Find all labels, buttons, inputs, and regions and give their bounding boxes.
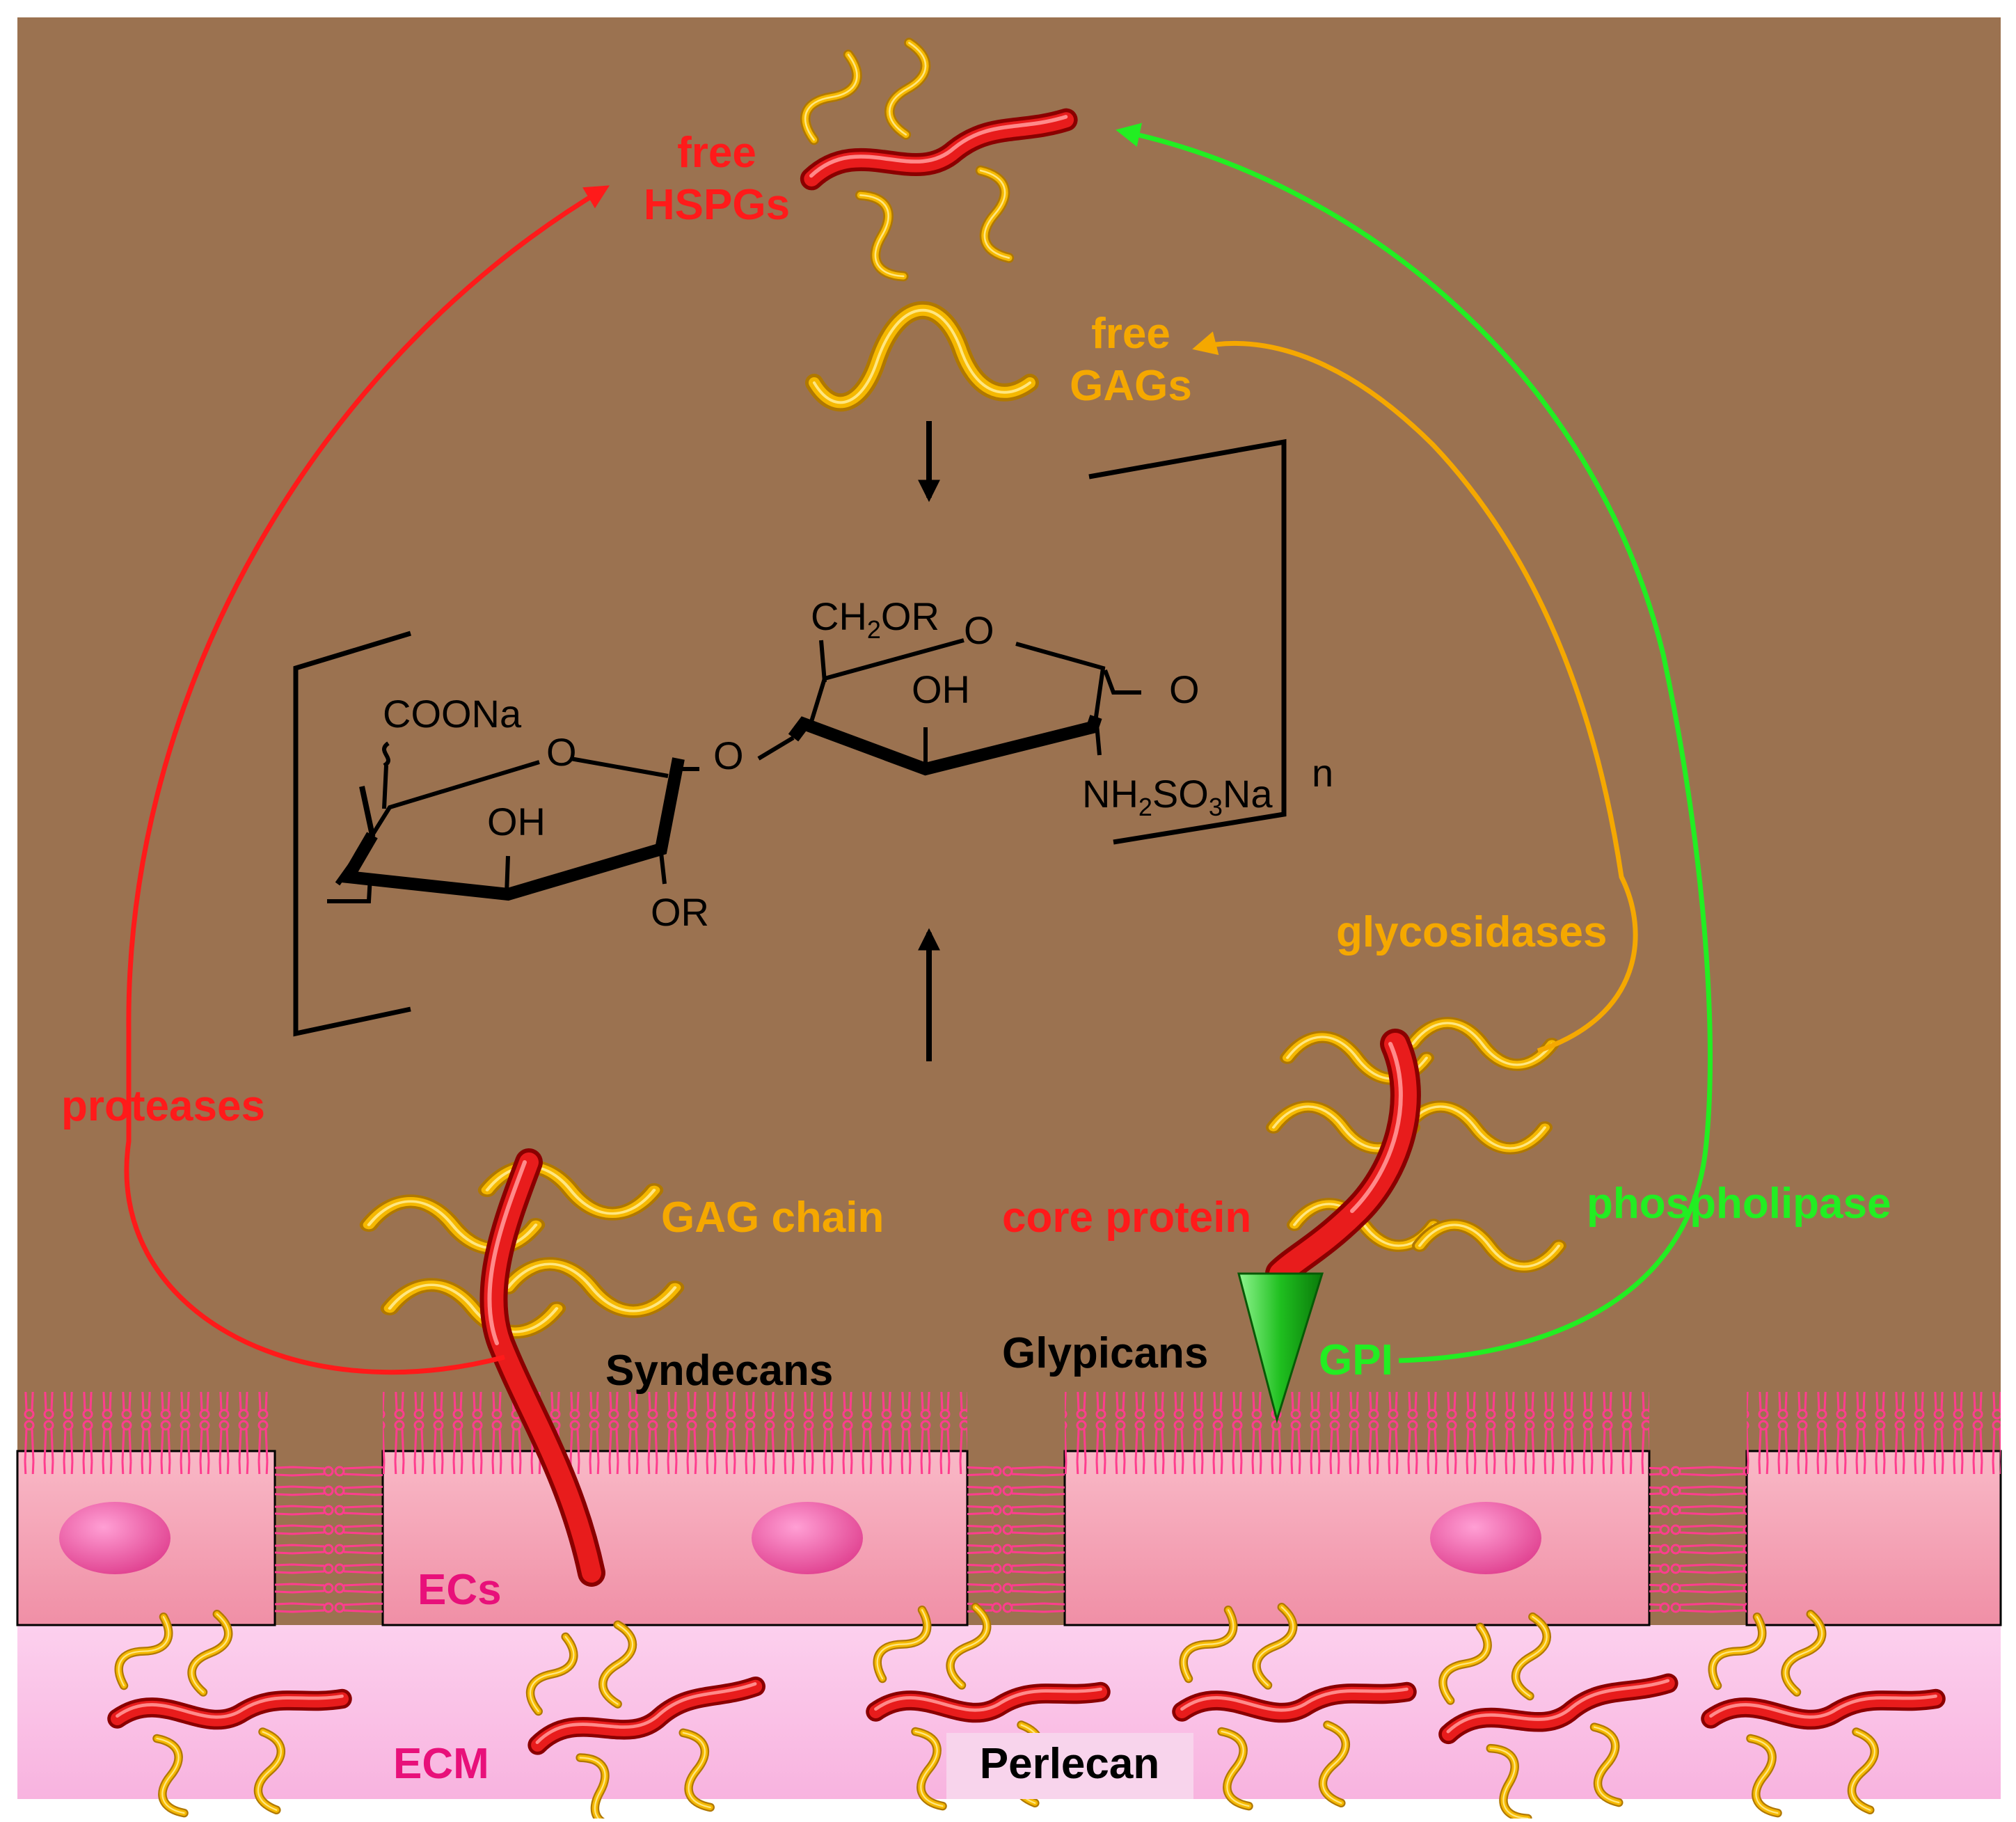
cell-junction bbox=[275, 1461, 383, 1622]
gag-chain-label: GAG chain bbox=[661, 1194, 884, 1242]
cell-membrane bbox=[383, 1392, 967, 1474]
cell-membrane bbox=[1747, 1392, 2001, 1474]
cell-junction bbox=[1649, 1461, 1747, 1622]
free-gag-chain bbox=[805, 301, 1039, 412]
proteases-label: proteases bbox=[61, 1082, 265, 1130]
nucleus bbox=[752, 1502, 863, 1574]
glypicans-label: Glypicans bbox=[1002, 1329, 1208, 1377]
hydroxyl-2: OH bbox=[912, 667, 970, 711]
endothelial-cell bbox=[1745, 1450, 2002, 1626]
glypican bbox=[1237, 1023, 1559, 1424]
syndecan bbox=[369, 1148, 675, 1587]
repeat-n: n bbox=[1312, 751, 1333, 795]
cell-junction bbox=[967, 1461, 1065, 1622]
glycosidase-arrow bbox=[1192, 331, 1638, 1054]
endothelial-cell bbox=[381, 1450, 969, 1626]
ecs-label: ECs bbox=[418, 1566, 502, 1614]
ring-oxygen-2: O bbox=[964, 608, 994, 652]
cell-membrane bbox=[17, 1392, 275, 1474]
or-label-1: OR bbox=[651, 890, 709, 934]
nucleus bbox=[1430, 1502, 1541, 1574]
free-gags-label-line2: GAGs bbox=[1070, 362, 1192, 410]
coona-label: COONa bbox=[383, 692, 522, 736]
nucleus bbox=[59, 1502, 170, 1574]
endothelial-cell-layer bbox=[16, 1392, 2002, 1626]
diagram-labels: free HSPGs free GAGs proteases glycosida… bbox=[61, 129, 1891, 1799]
free-gags-label-line1: free bbox=[1091, 310, 1170, 358]
cell-membrane bbox=[1065, 1392, 1649, 1474]
nh2so3na-label: NH2SO3Na bbox=[1082, 772, 1273, 821]
gpi-label: GPI bbox=[1319, 1336, 1393, 1384]
terminal-oxygen: O bbox=[1169, 667, 1200, 711]
protease-arrow bbox=[124, 185, 610, 1375]
ecm-label: ECM bbox=[393, 1740, 489, 1788]
syndecans-label: Syndecans bbox=[605, 1347, 833, 1395]
free-hspgs-label-line1: free bbox=[677, 129, 756, 177]
glycosidases-label: glycosidases bbox=[1336, 908, 1607, 956]
phospholipase-label: phospholipase bbox=[1587, 1180, 1891, 1228]
phospholipase-arrow bbox=[1116, 122, 1713, 1363]
perlecan-label: Perlecan bbox=[980, 1740, 1160, 1788]
heparin-disaccharide-structure bbox=[293, 438, 1287, 1037]
endothelial-cell bbox=[1063, 1450, 1651, 1626]
free-hspgs-label-line2: HSPGs bbox=[644, 181, 790, 229]
ring-oxygen-1: O bbox=[546, 730, 577, 774]
glycosidic-oxygen: O bbox=[713, 734, 744, 777]
perlecan-label-box bbox=[946, 1733, 1193, 1799]
core-protein-label: core protein bbox=[1002, 1194, 1251, 1242]
hydroxyl-1: OH bbox=[487, 800, 546, 843]
gpi-anchor bbox=[1237, 1272, 1324, 1424]
